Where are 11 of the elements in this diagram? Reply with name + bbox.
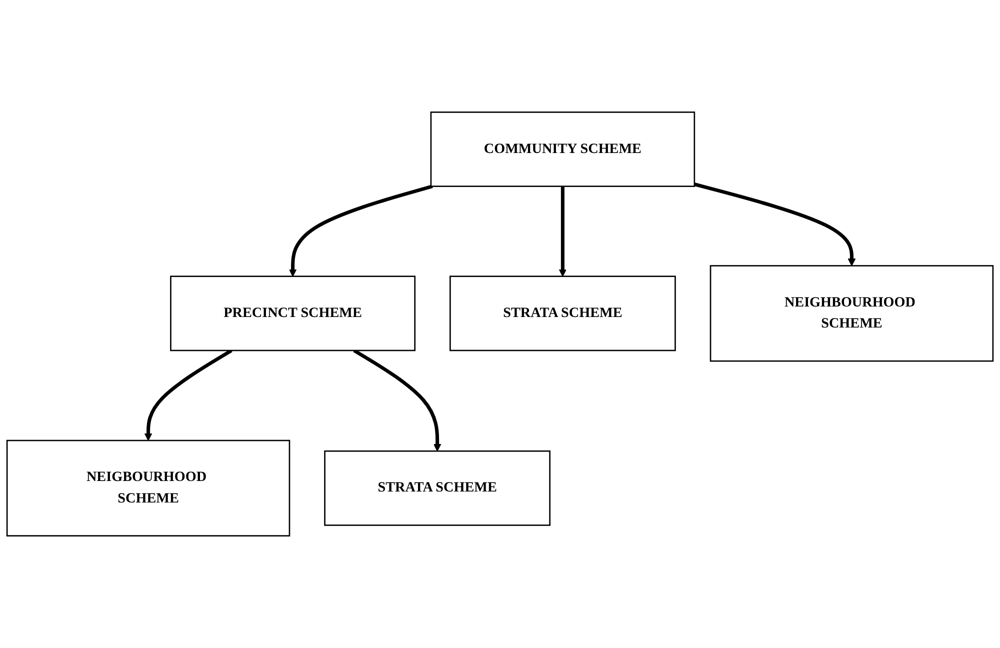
arrow <box>288 184 433 277</box>
arrow <box>353 348 442 452</box>
node-box: STRATA SCHEME <box>324 450 550 526</box>
node-box: NEIGHBOURHOOD SCHEME <box>710 265 994 362</box>
arrow <box>144 348 232 441</box>
arrow <box>558 186 567 277</box>
node-box: NEIGBOURHOOD SCHEME <box>6 440 290 536</box>
arrow <box>694 182 856 266</box>
node-box: STRATA SCHEME <box>450 276 676 352</box>
node-box: COMMUNITY SCHEME <box>430 112 696 187</box>
node-box: PRECINCT SCHEME <box>170 276 416 352</box>
